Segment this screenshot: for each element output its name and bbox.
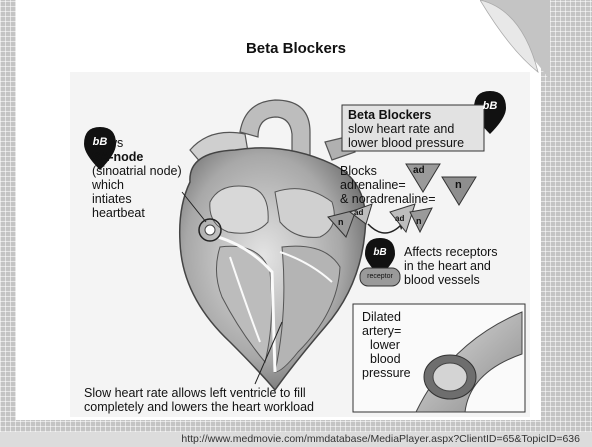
- sa-node-desc-heartbeat: heartbeat: [92, 206, 145, 220]
- ad-label: ad: [413, 164, 425, 178]
- slide-title: Beta Blockers: [0, 40, 592, 57]
- affects-line3: blood vessels: [404, 273, 480, 287]
- bb-symbol-top-right: bB: [479, 99, 501, 113]
- artery-line1: Dilated: [362, 310, 401, 324]
- n-label: n: [455, 178, 462, 192]
- sa-node-desc-full: (sinoatrial node): [92, 164, 182, 178]
- bound-n-label-2: n: [416, 214, 422, 228]
- artery-line4: blood: [370, 352, 401, 366]
- artery-line2: artery=: [362, 324, 401, 338]
- blocks-text-line3: & noradrenaline=: [340, 192, 436, 206]
- blocks-text-line2: adrenaline=: [340, 178, 406, 192]
- summary-box-line2: slow heart rate and: [348, 122, 454, 136]
- artery-line5: pressure: [362, 366, 411, 380]
- sa-node-desc-initiates: intiates: [92, 192, 132, 206]
- affects-line2: in the heart and: [404, 259, 491, 273]
- bottom-caption-line1: Slow heart rate allows left ventricle to…: [84, 386, 306, 400]
- blocks-text-line1: Blocks: [340, 164, 377, 178]
- sa-node-label: SA-node: [92, 150, 143, 164]
- bound-ad-label-1: ad: [354, 206, 363, 220]
- source-url[interactable]: http://www.medmovie.com/mmdatabase/Media…: [0, 432, 592, 447]
- bb-symbol-left: bB: [89, 135, 111, 149]
- bb-symbol-receptor: bB: [369, 246, 391, 260]
- receptor-label: receptor: [360, 273, 400, 281]
- bound-n-label-1: n: [338, 215, 344, 229]
- bottom-caption-line2: completely and lowers the heart workload: [84, 400, 314, 414]
- affects-line1: Affects receptors: [404, 245, 498, 259]
- beta-blocker-diagram: slows SA-node (sinoatrial node) which in…: [70, 72, 530, 417]
- summary-box-line3: lower blood pressure: [348, 136, 464, 150]
- summary-box-title: Beta Blockers: [348, 108, 431, 122]
- bound-ad-label-2: ad: [395, 212, 404, 226]
- sa-node-desc-which: which: [92, 178, 124, 192]
- artery-line3: lower: [370, 338, 400, 352]
